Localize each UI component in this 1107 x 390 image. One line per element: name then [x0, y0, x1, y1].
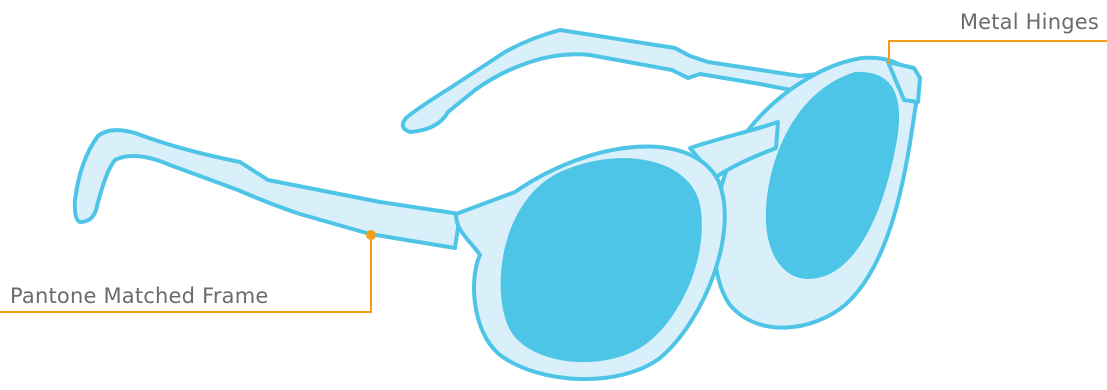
front-temple-arm	[75, 130, 460, 248]
hinges-callout-line	[889, 41, 1107, 64]
frame-callout-label: Pantone Matched Frame	[10, 286, 269, 307]
frame-callout-dot	[366, 230, 376, 240]
hinges-callout-label: Metal Hinges	[960, 12, 1099, 33]
